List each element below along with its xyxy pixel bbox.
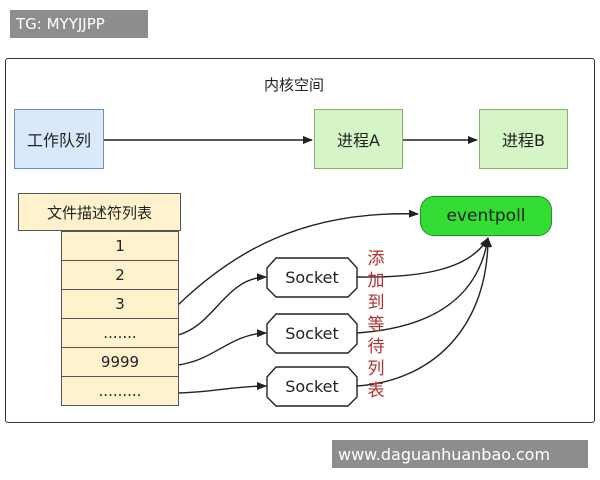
socket-node-2: Socket bbox=[266, 313, 358, 354]
work-queue-box: 工作队列 bbox=[14, 109, 104, 169]
arrow-socket3-eventpoll bbox=[356, 237, 492, 387]
wait-list-char: 添 bbox=[367, 249, 385, 269]
arrow-fd3-eventpoll bbox=[177, 209, 419, 306]
arrow-fd-socket2 bbox=[177, 329, 267, 366]
fd-item: ......... bbox=[61, 376, 179, 406]
eventpoll-node: eventpoll bbox=[420, 196, 552, 236]
fd-item: 9999 bbox=[61, 347, 179, 377]
kernel-space-frame bbox=[5, 58, 595, 423]
wait-list-char: 列 bbox=[367, 359, 385, 379]
arrow-fd-socket1 bbox=[177, 273, 267, 336]
fd-list-title: 文件描述符列表 bbox=[18, 193, 181, 231]
process-a-box: 进程A bbox=[314, 109, 403, 169]
socket-label-2: Socket bbox=[285, 324, 339, 343]
arrow-socket1-eventpoll bbox=[356, 237, 489, 278]
fd-item: 3 bbox=[61, 289, 179, 319]
watermark-bottom: www.daguanhuanbao.com bbox=[332, 440, 588, 468]
fd-item: 2 bbox=[61, 260, 179, 290]
wait-list-label: 添 加 到 等 待 列 表 bbox=[366, 248, 386, 402]
wait-list-char: 到 bbox=[367, 293, 385, 313]
wait-list-char: 等 bbox=[367, 315, 385, 335]
fd-item: 1 bbox=[61, 231, 179, 261]
wait-list-char: 加 bbox=[367, 271, 385, 291]
socket-label-3: Socket bbox=[285, 377, 339, 396]
wait-list-char: 待 bbox=[367, 337, 385, 357]
socket-node-1: Socket bbox=[266, 257, 358, 298]
arrow-socket2-eventpoll bbox=[356, 237, 491, 334]
fd-item: ....... bbox=[61, 318, 179, 348]
watermark-top: TG: MYYJJPP bbox=[10, 10, 148, 38]
socket-node-3: Socket bbox=[266, 366, 358, 407]
wait-list-char: 表 bbox=[367, 381, 385, 401]
fd-list: 1 2 3 ....... 9999 ......... bbox=[61, 231, 179, 406]
kernel-space-label: 内核空间 bbox=[264, 76, 325, 94]
process-b-box: 进程B bbox=[479, 109, 568, 169]
socket-label-1: Socket bbox=[285, 268, 339, 287]
arrow-fd-socket3 bbox=[177, 382, 267, 394]
